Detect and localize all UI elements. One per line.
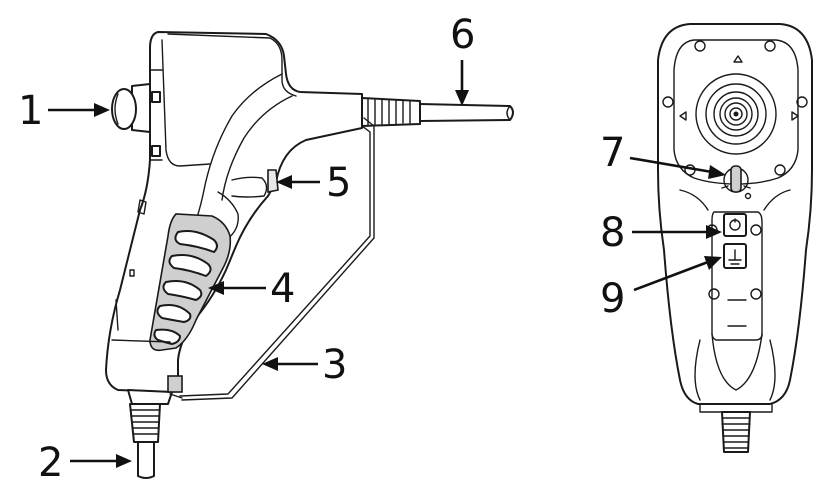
callout-2: 2 (38, 440, 63, 486)
joystick (695, 73, 777, 155)
grip-panel (149, 213, 232, 352)
callout-8: 8 (600, 210, 625, 256)
callout-labels: 1 2 3 4 5 6 7 8 9 (18, 12, 625, 486)
top-cable (361, 97, 514, 127)
emergency-stop-button (111, 83, 161, 157)
front-view (657, 23, 813, 453)
callout-arrows (48, 60, 726, 468)
callout-7: 7 (600, 130, 625, 176)
front-bottom-cable (721, 411, 751, 453)
button-8 (723, 213, 747, 237)
callout-6: 6 (450, 12, 475, 58)
callout-5: 5 (326, 160, 351, 206)
callout-9: 9 (600, 276, 625, 322)
side-view (105, 31, 514, 479)
wire-hanger (179, 125, 371, 397)
button-9 (723, 243, 747, 269)
callout-4: 4 (270, 266, 295, 312)
callout-1: 1 (18, 88, 43, 134)
bottom-cable (127, 375, 183, 479)
callout-3: 3 (322, 342, 347, 388)
key-switch (721, 165, 752, 200)
